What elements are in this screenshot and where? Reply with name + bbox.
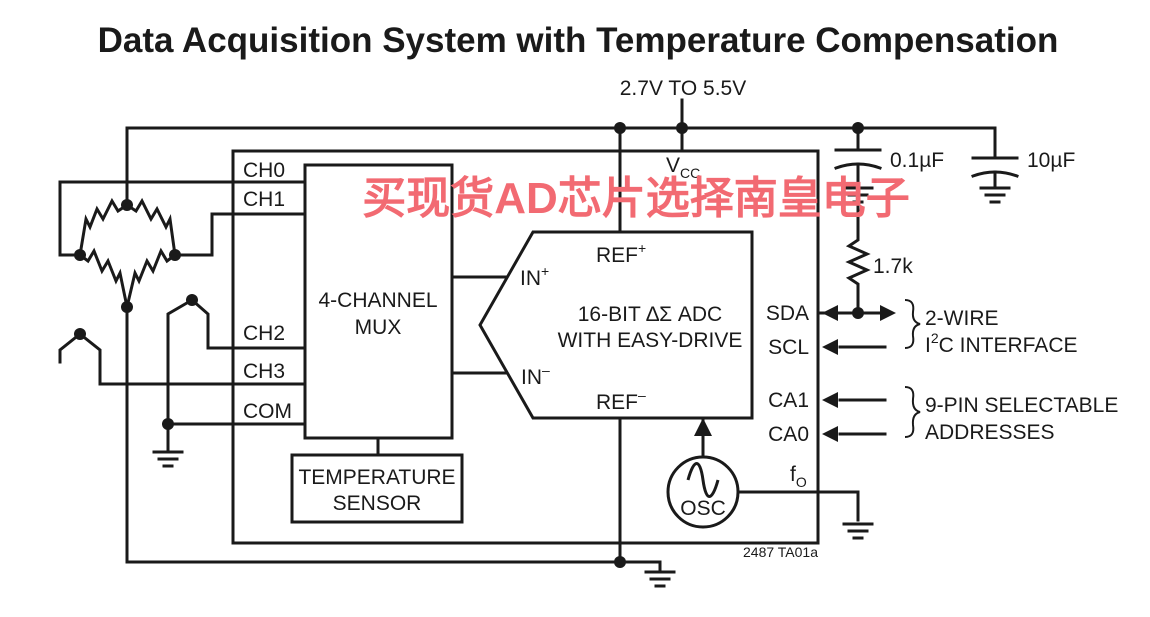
- ca0-label: CA0: [768, 423, 809, 446]
- ground-symbol-main: [644, 570, 676, 588]
- ground-symbol-cap-large: [979, 186, 1011, 204]
- mux-label-line1: 4-CHANNEL: [318, 289, 437, 312]
- ground-symbol-thermocouple: [152, 438, 184, 468]
- adc-label-line1: 16-BIT ∆Σ ADC: [578, 303, 722, 326]
- figure-id: 2487 TA01a: [743, 544, 818, 560]
- temperature-sensor-block: [290, 453, 464, 524]
- ref-plus-label: REF+: [596, 240, 646, 267]
- capacitor-large: [971, 156, 1019, 190]
- sine-wave-icon: [686, 462, 720, 498]
- osc-label: OSC: [680, 497, 726, 520]
- ch2-label: CH2: [243, 322, 285, 345]
- vcc-label: VCC: [666, 154, 700, 181]
- strain-gauge-bridge: [77, 197, 178, 309]
- supply-voltage-label: 2.7V TO 5.5V: [620, 77, 746, 100]
- capacitor-large-value: 10µF: [1027, 149, 1075, 172]
- f0-label: fO: [790, 463, 807, 490]
- in-plus-label: IN+: [520, 263, 549, 290]
- sda-label: SDA: [766, 302, 809, 325]
- ref-minus-label: REF–: [596, 387, 646, 414]
- ic-outline: [231, 149, 820, 545]
- temp-sensor-line1: TEMPERATURE: [298, 466, 455, 489]
- ground-symbol-cap-small: [842, 174, 874, 204]
- ca1-label: CA1: [768, 389, 809, 412]
- i2c-interface-line2: I2C INTERFACE: [925, 330, 1078, 357]
- arrowheads: [694, 305, 896, 442]
- com-label: COM: [243, 400, 292, 423]
- in-minus-label: IN–: [521, 362, 550, 389]
- pullup-resistor: [845, 230, 871, 297]
- temp-sensor-line2: SENSOR: [333, 492, 422, 515]
- adc-block: [478, 230, 754, 420]
- adc-label-line2: WITH EASY-DRIVE: [558, 329, 743, 352]
- oscillator-circle: [666, 455, 740, 529]
- scl-label: SCL: [768, 336, 809, 359]
- ch0-label: CH0: [243, 159, 285, 182]
- i2c-interface-line1: 2-WIRE: [925, 307, 999, 330]
- address-brace: [904, 386, 921, 438]
- capacitor-small: [834, 148, 882, 178]
- resistor-value: 1.7k: [873, 255, 913, 278]
- ch3-label: CH3: [243, 360, 285, 383]
- watermark: 买现货AD芯片选择南皇电子: [362, 174, 910, 223]
- address-line1: 9-PIN SELECTABLE: [925, 394, 1118, 417]
- mux-label-line2: MUX: [355, 316, 402, 339]
- i2c-brace: [904, 299, 921, 349]
- capacitor-small-value: 0.1µF: [890, 149, 944, 172]
- diagram-title: Data Acquisition System with Temperature…: [98, 21, 1059, 60]
- ground-symbol-osc: [842, 522, 874, 540]
- mux-block: [303, 163, 454, 440]
- address-line2: ADDRESSES: [925, 421, 1055, 444]
- ch1-label: CH1: [243, 188, 285, 211]
